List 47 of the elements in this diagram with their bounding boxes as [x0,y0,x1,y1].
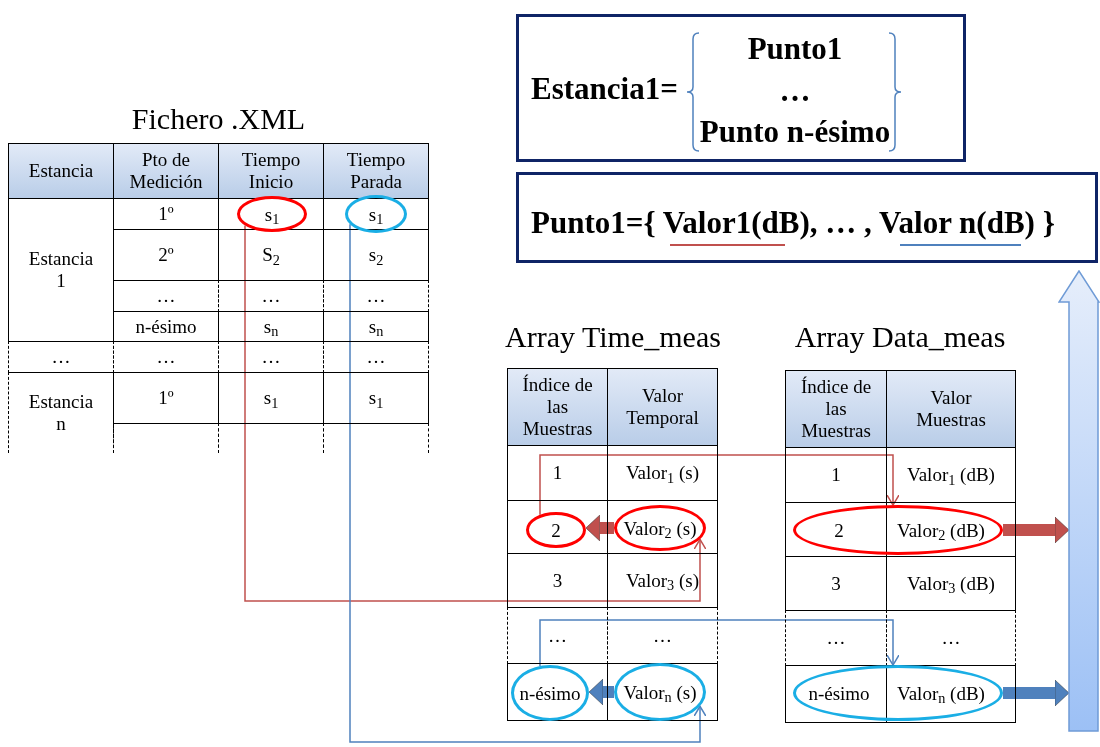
header-cell: Índice de las Muestras [507,368,608,446]
table-cell: Estancia 1 [8,198,114,342]
table-cell: … [785,610,887,666]
highlight-ellipse: s$_{1}$ [237,196,307,232]
header-cell: Tiempo Parada [323,143,429,199]
formula-box [516,172,1098,263]
highlight-ellipse [793,505,1003,555]
formula-box [516,14,966,162]
table-cell: … [323,280,429,312]
ellipse-label: Valor$_{n}$ (dB) [896,683,986,703]
highlight-ellipse [793,665,1003,721]
connector-arrow [539,454,900,516]
highlight-ellipse: s$_{1}$ [345,195,407,233]
formula-text: Punto1={ Valor1(dB), … , Valor n(dB) } [531,207,1055,238]
block-arrow [588,678,614,706]
block-arrow [1003,516,1070,544]
up-arrow-shape [1058,270,1100,732]
table-cell: … [886,610,1016,666]
table-cell: … [323,341,429,373]
highlight-ellipse: n-ésimo [511,665,589,721]
connector-arrow [539,619,900,667]
header-cell: Valor Muestras [886,370,1016,448]
highlight-ellipse: 2 [526,512,586,548]
formula-text: … [779,74,811,106]
connector-arrow [349,223,707,743]
highlight-ellipse: Valor$_{2}$ (s) [614,505,706,551]
header-cell: Índice de las Muestras [785,370,887,448]
header-cell: Valor Temporal [607,368,718,446]
ellipse-label: Valor$_{2}$ (dB) [896,520,986,540]
formula-text: Punto n-ésimo [699,116,891,147]
highlight-ellipse: Valor$_{n}$ (s) [614,663,706,721]
formula-text: Estancia1= [531,73,678,104]
block-arrow [585,514,614,542]
formula-text: Punto1 [747,33,843,64]
table-cell: Estancia n [8,372,114,453]
header-cell: Estancia [8,143,114,199]
table-title: Fichero .XML [130,104,307,134]
header-cell: Tiempo Inicio [218,143,324,199]
ellipse-label: 2 [833,520,845,540]
header-cell: Pto de Medición [113,143,219,199]
ellipse-label: n-ésimo [807,683,871,703]
table-cell: … [507,607,608,664]
table-cell: … [8,341,114,373]
connector-arrow [244,224,707,602]
table-cell: … [607,607,718,664]
table-title: Array Time_meas [504,322,722,352]
table-title: Array Data_meas [793,322,1007,352]
